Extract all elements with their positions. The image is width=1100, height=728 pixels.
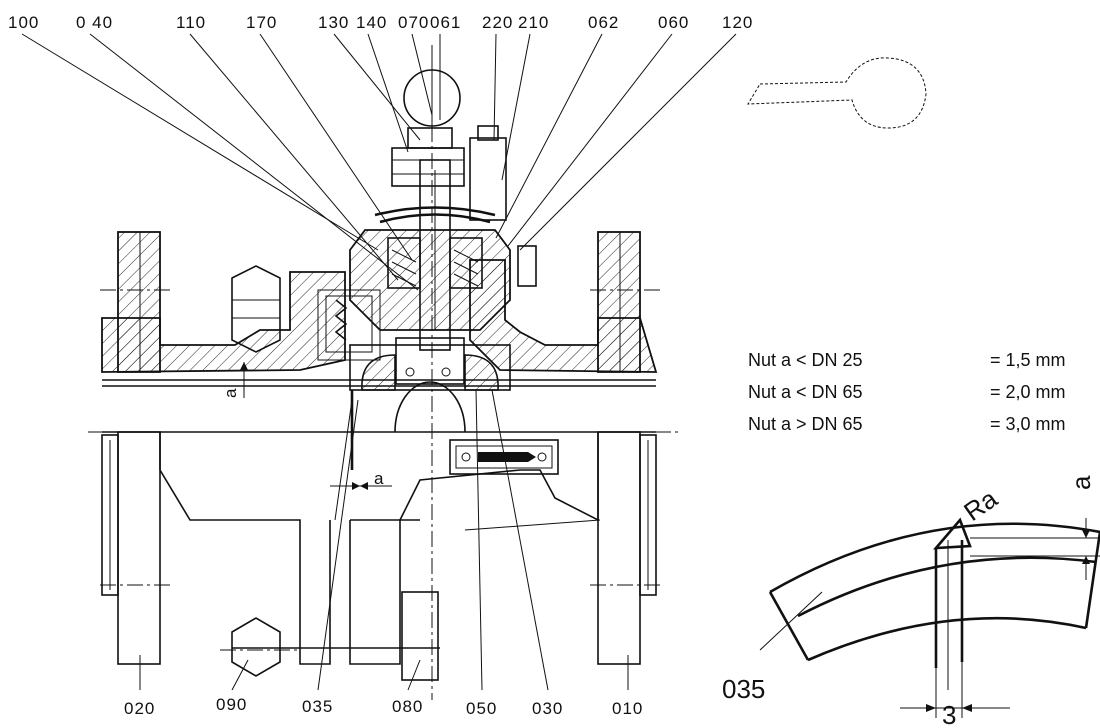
callout-090: 090 [216,695,247,714]
detail-dim-3: 3 [942,700,956,728]
spec-label-3: Nut a > DN 65 [748,414,863,434]
callout-080: 080 [392,697,423,716]
spec-label-1: Nut a < DN 25 [748,350,863,370]
spec-value-3: = 3,0 mm [990,414,1066,434]
bottom-callouts: 020 090 035 080 050 030 010 [124,695,643,718]
callout-035: 035 [302,697,333,716]
callout-062: 062 [588,13,619,32]
callout-020: 020 [124,699,155,718]
dim-a-mid: a [374,469,384,488]
callout-060: 060 [658,13,689,32]
leader-lines [21,33,737,691]
callout-061: 061 [430,13,461,32]
seat-ring-detail: a Ra 035 3 [722,475,1100,728]
dimension-markers: a a [221,362,392,490]
right-flange [597,231,657,665]
bottom-bolts [231,591,440,681]
dim-a-left: a [221,388,240,398]
callout-110: 110 [176,13,206,32]
callout-100: 100 [8,13,39,32]
left-flange [101,231,161,665]
callout-210: 210 [518,13,549,32]
callout-040: 0 40 [76,13,113,32]
stem-assembly [231,60,537,361]
plug [334,337,511,521]
top-callouts: 100 0 40 110 170 130 140 070 061 220 210… [8,13,753,32]
callout-070: 070 [398,13,429,32]
callout-140: 140 [356,13,387,32]
callout-220: 220 [482,13,513,32]
callout-120: 120 [722,13,753,32]
center-lines [88,45,680,700]
detail-dim-a: a [1066,475,1096,490]
spec-label-2: Nut a < DN 65 [748,382,863,402]
callout-130: 130 [318,13,349,32]
key-sketch [747,57,927,129]
detail-callout-035: 035 [722,674,765,704]
spec-value-1: = 1,5 mm [990,350,1066,370]
detail-ra-label: Ra [958,483,1003,527]
spec-value-2: = 2,0 mm [990,382,1066,402]
callout-170: 170 [246,13,277,32]
callout-010: 010 [612,699,643,718]
spec-table: Nut a < DN 25 = 1,5 mm Nut a < DN 65 = 2… [748,350,1066,434]
callout-030: 030 [532,699,563,718]
callout-050: 050 [466,699,497,718]
